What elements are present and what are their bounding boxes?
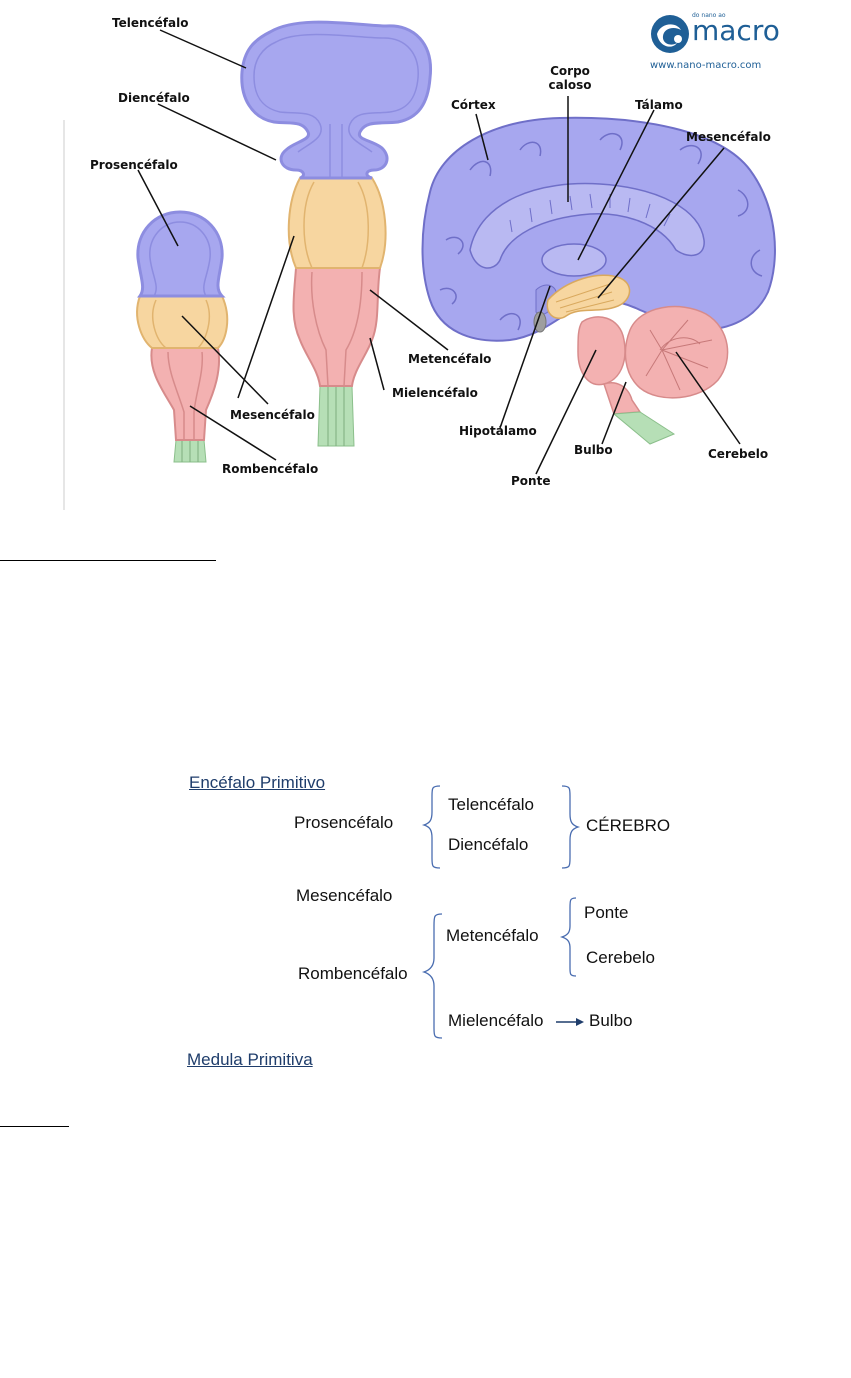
label-metencefalo: Metencéfalo — [408, 352, 492, 366]
label-bulbo: Bulbo — [574, 443, 613, 457]
heading-encefalo-primitivo: Encéfalo Primitivo — [189, 773, 326, 792]
label-ponte: Ponte — [511, 474, 551, 488]
label-corpo-caloso: Corpo caloso — [548, 64, 592, 92]
sagittal-brain — [421, 116, 776, 445]
scheme-cerebelo: Cerebelo — [586, 948, 655, 967]
label-mesencefalo-brain: Mesencéfalo — [686, 130, 771, 144]
label-rombencefalo: Rombencéfalo — [222, 462, 319, 476]
three-vesicle-embryo — [136, 210, 229, 463]
scheme-telencefalo: Telencéfalo — [448, 795, 535, 814]
brain-development-illustration — [63, 20, 776, 510]
scheme-ponte: Ponte — [584, 903, 629, 922]
label-hipotalamo: Hipotálamo — [459, 424, 537, 438]
macro-logo-icon — [651, 15, 689, 53]
logo-brand: macro — [692, 14, 780, 47]
separator-rule-top — [0, 560, 216, 561]
label-mesencefalo-embryo: Mesencéfalo — [230, 408, 315, 422]
scheme-mesencefalo: Mesencéfalo — [296, 886, 393, 905]
five-vesicle-embryo — [240, 20, 432, 447]
label-mielencefalo: Mielencéfalo — [392, 386, 478, 400]
logo-tagline: do nano ao — [692, 12, 726, 19]
leader-lines — [137, 29, 741, 475]
label-diencefalo: Diencéfalo — [118, 91, 190, 105]
label-cerebelo: Cerebelo — [708, 447, 769, 461]
label-telencefalo: Telencéfalo — [112, 16, 189, 30]
label-prosencefalo: Prosencéfalo — [90, 158, 178, 172]
scheme-metencefalo: Metencéfalo — [446, 926, 539, 945]
logo-url: www.nano-macro.com — [650, 60, 762, 71]
heading-medula-primitiva: Medula Primitiva — [187, 1050, 313, 1069]
separator-rule-bottom — [0, 1126, 69, 1127]
label-cortex: Córtex — [451, 98, 496, 112]
scheme-cerebro: CÉREBRO — [586, 816, 671, 835]
scheme-rombencefalo: Rombencéfalo — [298, 964, 408, 983]
logo: do nano ao macro www.nano-macro.com — [648, 10, 780, 74]
scheme-prosencefalo: Prosencéfalo — [294, 813, 394, 832]
scheme-mielencefalo: Mielencéfalo — [448, 1011, 544, 1030]
scheme-bulbo: Bulbo — [589, 1011, 633, 1030]
label-talamo: Tálamo — [635, 98, 683, 112]
scheme-diencefalo: Diencéfalo — [448, 835, 529, 854]
